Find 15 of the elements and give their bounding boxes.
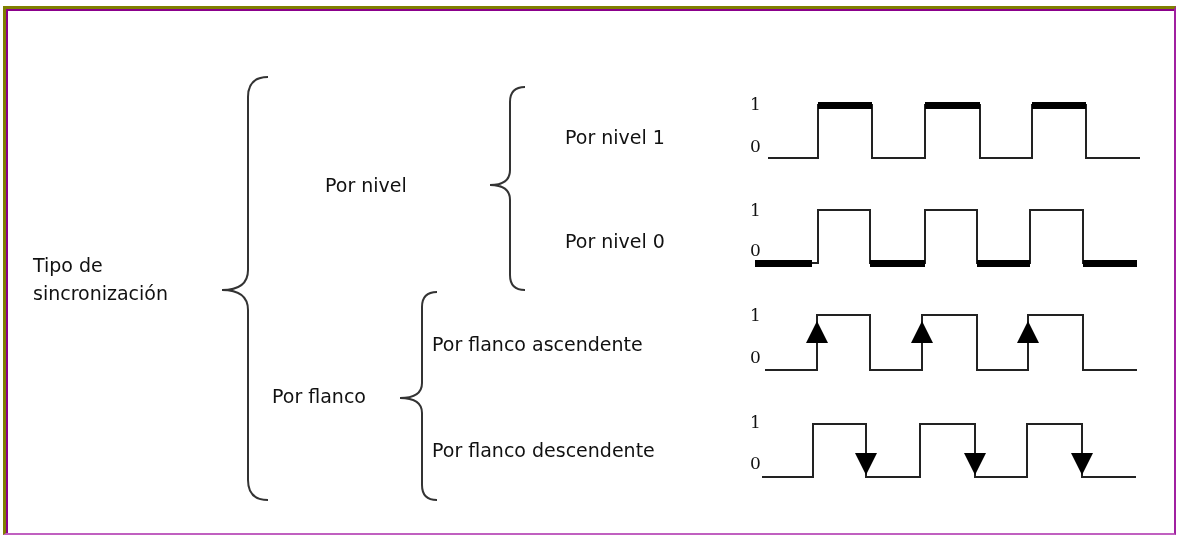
category-label: Por flanco [272,384,366,409]
category-label: Por nivel 1 [565,125,665,150]
category-label: Por flanco descendente [432,438,655,463]
category-label: Tipo de sincronización [33,253,169,306]
logic-level-label: 0 [750,135,761,158]
category-label: Por nivel 0 [565,229,665,254]
category-label: Por nivel [325,173,407,198]
logic-level-label: 1 [750,411,761,434]
logic-level-label: 1 [750,304,761,327]
category-label: Por flanco ascendente [432,332,643,357]
logic-level-label: 0 [750,346,761,369]
logic-level-label: 0 [750,239,761,262]
logic-level-label: 1 [750,199,761,222]
logic-level-label: 0 [750,452,761,475]
logic-level-label: 1 [750,93,761,116]
